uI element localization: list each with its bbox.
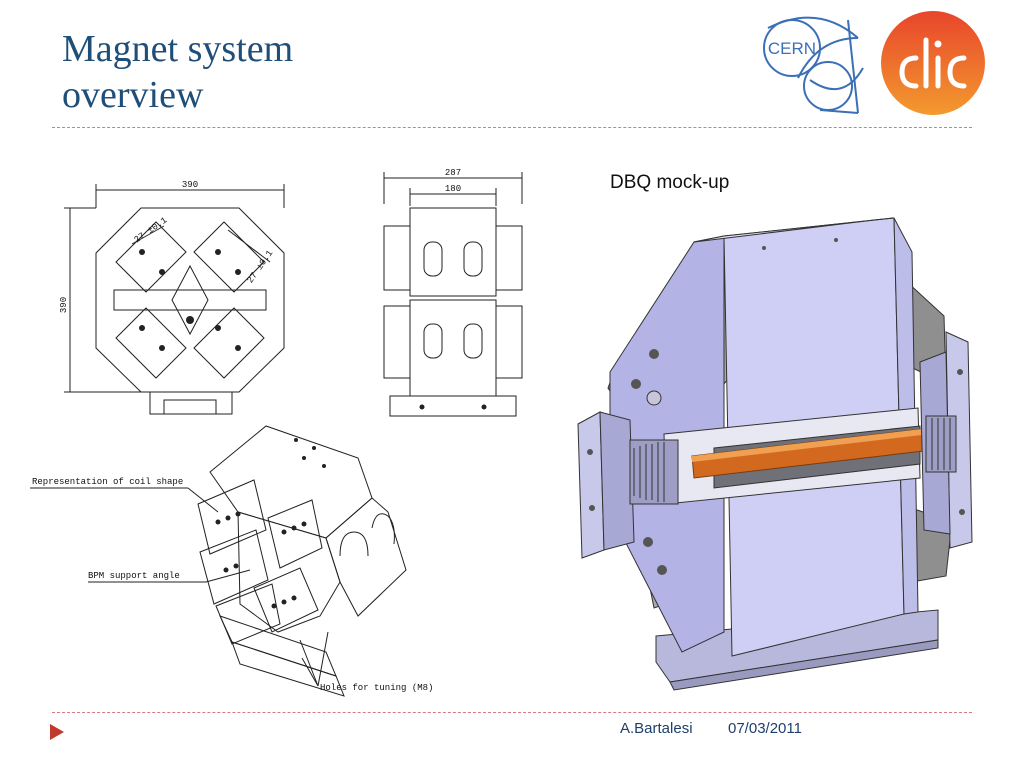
side-outer-dim: 287 — [445, 168, 461, 178]
front-width-dim: 390 — [182, 180, 198, 190]
side-inner-dim: 180 — [445, 184, 461, 194]
title-line-2: overview — [62, 74, 204, 116]
front-height-dim: 390 — [59, 297, 69, 313]
label-coil-shape: Representation of coil shape — [32, 477, 183, 487]
play-arrow-icon — [50, 724, 64, 740]
cern-logo-text: CERN — [768, 39, 816, 58]
side-view-drawing: 287 180 — [383, 168, 523, 417]
slide-title: Magnet system overview — [62, 26, 293, 118]
title-line-1: Magnet system — [62, 28, 294, 70]
label-tuning-holes: Holes for tuning (M8) — [320, 683, 433, 693]
footer-author: A.Bartalesi — [620, 720, 693, 737]
front-view-drawing: 390 390 27 ±0.1 27 ±0.1 — [59, 180, 285, 415]
mockup-label: DBQ mock-up — [610, 172, 730, 193]
cern-logo: CERN — [763, 16, 864, 114]
clic-logo: clic — [881, 11, 985, 115]
front-tol-2: 27 ±0.1 — [245, 248, 275, 285]
isometric-drawing: Representation of coil shape BPM support… — [30, 425, 433, 697]
footer-rule — [52, 712, 972, 713]
header-rule — [52, 127, 972, 128]
footer-date: 07/03/2011 — [728, 720, 802, 737]
dbq-mockup-render — [577, 217, 973, 691]
label-bpm-support: BPM support angle — [88, 571, 180, 581]
